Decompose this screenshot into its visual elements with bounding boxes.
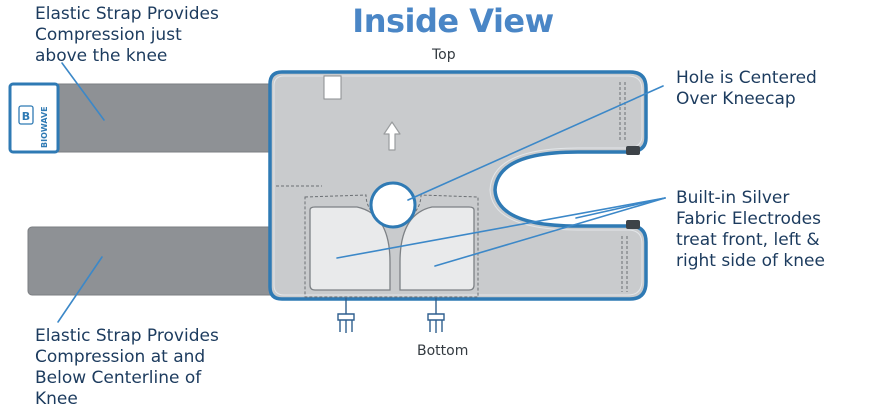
- top-label: Top: [432, 47, 456, 63]
- leader-electrode-right: [434, 197, 666, 267]
- bottom-label: Bottom: [417, 343, 469, 359]
- biowave-logo: B BIOWAVE: [8, 82, 60, 154]
- kneecap-hole: [369, 181, 417, 229]
- right-electrode: [399, 206, 475, 291]
- callout-hole: Hole is Centered Over Kneecap: [676, 68, 817, 109]
- snap-connector-icon: [337, 298, 355, 333]
- up-arrow-icon: [383, 121, 401, 151]
- leader-hole: [407, 85, 664, 201]
- lower-elastic-strap: [27, 226, 281, 296]
- callout-lower-strap: Elastic Strap Provides Compression at an…: [35, 326, 219, 409]
- leader-lower-strap: [57, 256, 103, 323]
- leader-lines: [57, 62, 666, 323]
- left-electrode: [309, 206, 391, 291]
- upper-elastic-strap: [37, 83, 277, 153]
- logo-letter: B: [22, 110, 30, 123]
- snap-connector-icon: [427, 298, 445, 333]
- leader-electrode-side: [575, 197, 666, 219]
- label-tab: [323, 75, 342, 100]
- page-title: Inside View: [352, 2, 554, 40]
- leader-electrode-left: [336, 197, 666, 259]
- logo-wordmark: BIOWAVE: [40, 106, 49, 148]
- leader-upper-strap: [61, 62, 105, 121]
- callout-electrodes: Built-in Silver Fabric Electrodes treat …: [676, 188, 825, 271]
- callout-upper-strap: Elastic Strap Provides Compression just …: [35, 4, 219, 66]
